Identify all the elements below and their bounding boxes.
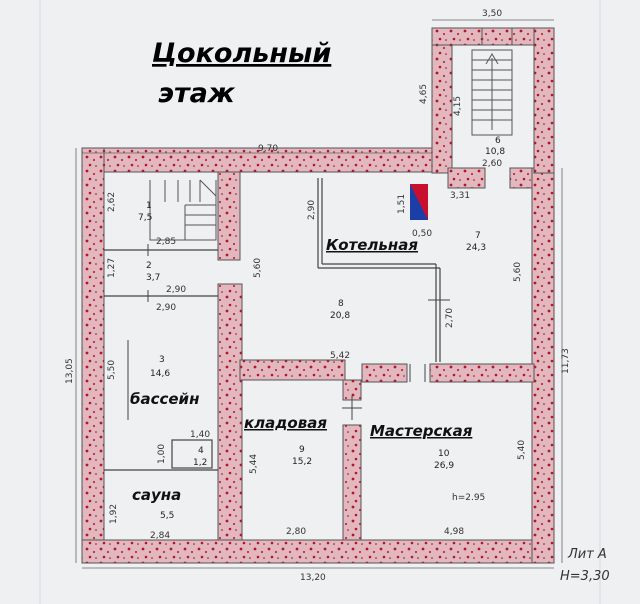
dim-room8-left: 5,60 [253,258,263,278]
room1-area: 7,5 [138,213,152,223]
title-line2: этаж [158,78,236,109]
dim-stair-bottom: 2,60 [482,159,502,169]
room9-label: кладовая [244,414,327,432]
dim-stair-left: 4,65 [419,84,429,104]
window-icon [410,184,428,220]
stairs-room1-icon [149,179,217,241]
dim-room1-height: 2,62 [107,192,117,212]
dim-room3-height: 5,50 [107,360,117,380]
stairs-room6-icon [471,49,513,136]
room3-area: 14,6 [150,369,170,379]
dim-room2-height: 1,27 [107,258,117,278]
dim-right-total: 11,73 [561,348,571,374]
room8-area: 20,8 [330,311,350,321]
room8-label: Котельная [326,236,418,254]
lit-label: Лит А [567,547,607,562]
room6-area: 10,8 [485,147,505,157]
dim-window-width: 0,50 [412,229,432,239]
height-label: Н=3,30 [560,569,610,584]
dim-bottom-total: 13,20 [300,573,326,583]
dim-top-wall: 9,70 [258,144,278,154]
dim-room8-top-left: 2,90 [307,200,317,220]
dimension-lines [75,19,563,569]
room1-num: 1 [146,201,152,211]
dim-room3-width-top: 2,90 [156,303,176,313]
dim-room1-width: 2,85 [156,237,176,247]
partitions [104,178,441,471]
dim-room4-height: 1,00 [157,444,167,464]
room2-num: 2 [146,261,152,271]
room10-area: 26,9 [434,461,454,471]
room5-label: сауна [132,486,181,504]
dim-room9-width: 2,80 [286,527,306,537]
dim-room4-width: 1,40 [190,430,210,440]
room3-label: бассейн [130,390,199,408]
dim-left-total: 13,05 [65,358,75,384]
room5-area: 5,5 [160,511,174,521]
room3-num: 3 [159,355,165,365]
room9-area: 15,2 [292,457,312,467]
dim-room5-width: 2,84 [150,531,170,541]
room2-area: 3,7 [146,273,160,283]
room4-num: 4 [198,446,204,456]
room7-area: 24,3 [466,243,486,253]
dim-ceiling-height: h=2.95 [452,493,485,503]
dim-stair-top: 3,50 [482,9,502,19]
dim-room9-height: 5,44 [249,454,259,474]
dim-room2-width-top: 2,90 [166,285,186,295]
door-marks [127,244,450,420]
walls [81,27,555,564]
dim-room10-width: 4,98 [444,527,464,537]
room6-num: 6 [495,136,501,146]
paper-lines [39,0,601,604]
room4-area: 1,2 [193,458,207,468]
room8-num: 8 [338,299,344,309]
room10-label: Мастерская [370,422,473,440]
dim-room10-height: 5,40 [517,440,527,460]
dim-room7-right: 5,60 [513,262,523,282]
room7-num: 7 [475,231,481,241]
dim-stair-offset: 3,31 [450,191,470,201]
room10-num: 10 [438,449,450,459]
dim-room5-height: 1,92 [109,504,119,524]
dim-room8-inner-right: 2,70 [445,308,455,328]
dim-stair-inner: 4,15 [453,96,463,116]
room9-num: 9 [299,445,305,455]
dim-window-height: 1,51 [397,194,407,214]
title-line1: Цокольный [152,38,331,69]
dim-room8-bottom: 5,42 [330,351,350,361]
